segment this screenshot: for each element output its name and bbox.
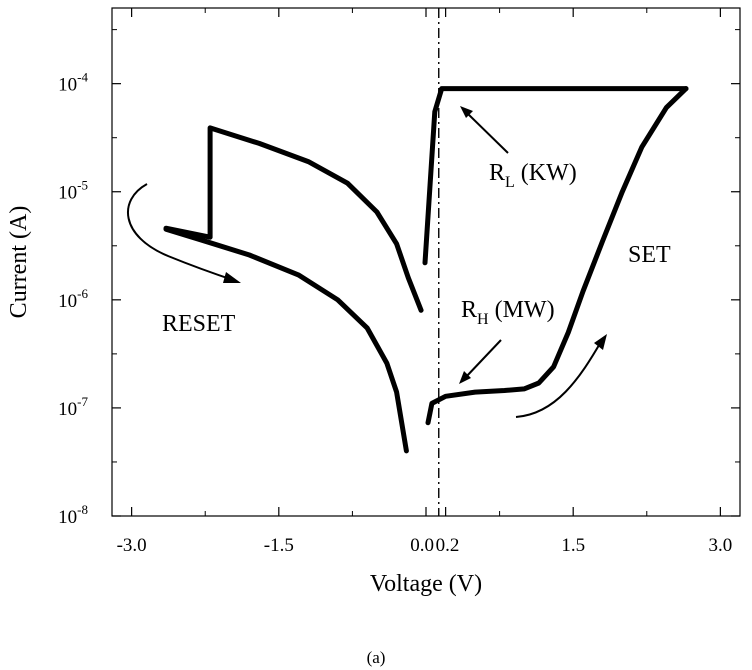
rl-arrowhead — [460, 106, 473, 118]
rl-arrow — [465, 111, 509, 154]
figure-caption: (a) — [367, 648, 386, 667]
rh-arrowhead — [459, 371, 471, 384]
x-tick-label-0: -3.0 — [117, 535, 147, 556]
rh-label-sub: H — [477, 311, 489, 328]
series-line-2 — [425, 86, 689, 426]
reset-arrowhead — [223, 272, 241, 283]
y-tick-label-base-1: 10 — [58, 399, 77, 420]
rh-label-base: R — [461, 297, 477, 323]
y-tick-label-base-3: 10 — [58, 183, 77, 204]
series-line-0 — [163, 226, 409, 454]
y-tick-label-1: 10-7 — [58, 394, 88, 420]
set-label: SET — [628, 242, 671, 268]
y-tick-label-3: 10-5 — [58, 178, 88, 204]
x-tick-label-5: 3.0 — [709, 535, 733, 556]
reset-label: RESET — [162, 311, 236, 337]
rl-label-base: R — [489, 160, 505, 186]
y-tick-label-base-2: 10 — [58, 291, 77, 312]
y-tick-label-0: 10-8 — [58, 502, 88, 528]
y-tick-label-exp-0: -8 — [77, 502, 88, 517]
rh-label-suffix: (MW) — [489, 297, 555, 323]
y-tick-label-exp-4: -4 — [77, 70, 88, 85]
y-tick-label-exp-2: -6 — [77, 286, 88, 301]
reset-arrow — [126, 183, 237, 282]
annotation-arrows — [126, 106, 607, 418]
y-tick-label-exp-1: -7 — [77, 394, 88, 409]
x-tick-label-2: 0.0 — [410, 535, 434, 556]
rl-label: RL (KW) — [489, 160, 577, 191]
rl-label-suffix: (KW) — [515, 160, 577, 186]
y-axis-title: Current (A) — [6, 206, 32, 319]
x-axis-title: Voltage (V) — [370, 571, 482, 597]
set-arrowhead — [594, 334, 607, 350]
x-tick-label-1: -1.5 — [264, 535, 294, 556]
rl-label-sub: L — [505, 174, 515, 191]
y-tick-label-base-4: 10 — [58, 75, 77, 96]
y-axis-ticks: 10-810-710-610-510-4 — [58, 29, 740, 528]
x-tick-label-3: 0.2 — [436, 535, 460, 556]
series-group — [163, 86, 689, 454]
y-tick-label-base-0: 10 — [58, 507, 77, 528]
rh-label: RH (MW) — [461, 297, 555, 328]
y-tick-label-4: 10-4 — [58, 70, 88, 96]
rh-arrow — [464, 339, 502, 379]
series-line-3 — [422, 86, 689, 266]
series-line-1 — [163, 125, 424, 313]
set-arrow — [515, 339, 603, 418]
y-tick-label-2: 10-6 — [58, 286, 88, 312]
x-tick-label-4: 1.5 — [561, 535, 585, 556]
y-tick-label-exp-3: -5 — [77, 178, 88, 193]
